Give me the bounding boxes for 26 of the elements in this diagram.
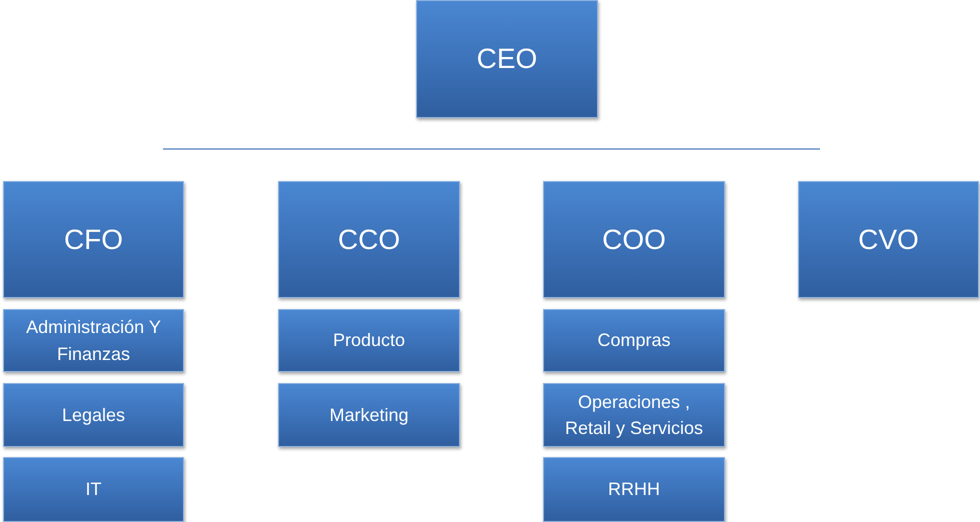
role-label: CVO <box>858 224 919 256</box>
org-box <box>278 181 460 298</box>
org-box <box>3 181 184 298</box>
org-box <box>3 383 184 447</box>
org-box <box>3 309 184 372</box>
role-label: RRHH <box>608 478 660 502</box>
org-box <box>543 457 725 522</box>
org-box <box>416 0 598 118</box>
org-box <box>543 383 725 447</box>
role-label: Operaciones , Retail y Servicios <box>564 390 704 440</box>
role-label: Producto <box>332 329 406 352</box>
role-label: Compras <box>597 329 671 352</box>
role-label: CFO <box>64 224 124 256</box>
org-box <box>3 457 184 522</box>
role-label: Administración Y Finanzas <box>25 316 162 366</box>
role-label: IT <box>86 478 102 502</box>
role-label: Marketing <box>329 404 409 427</box>
role-label: CEO <box>476 43 538 75</box>
org-box <box>278 383 460 447</box>
role-label: Legales <box>62 404 126 427</box>
org-box <box>278 309 460 372</box>
org-box <box>543 309 725 372</box>
role-label: CCO <box>338 224 400 256</box>
org-box <box>798 181 979 298</box>
org-box <box>543 181 725 298</box>
role-label: COO <box>602 224 666 256</box>
